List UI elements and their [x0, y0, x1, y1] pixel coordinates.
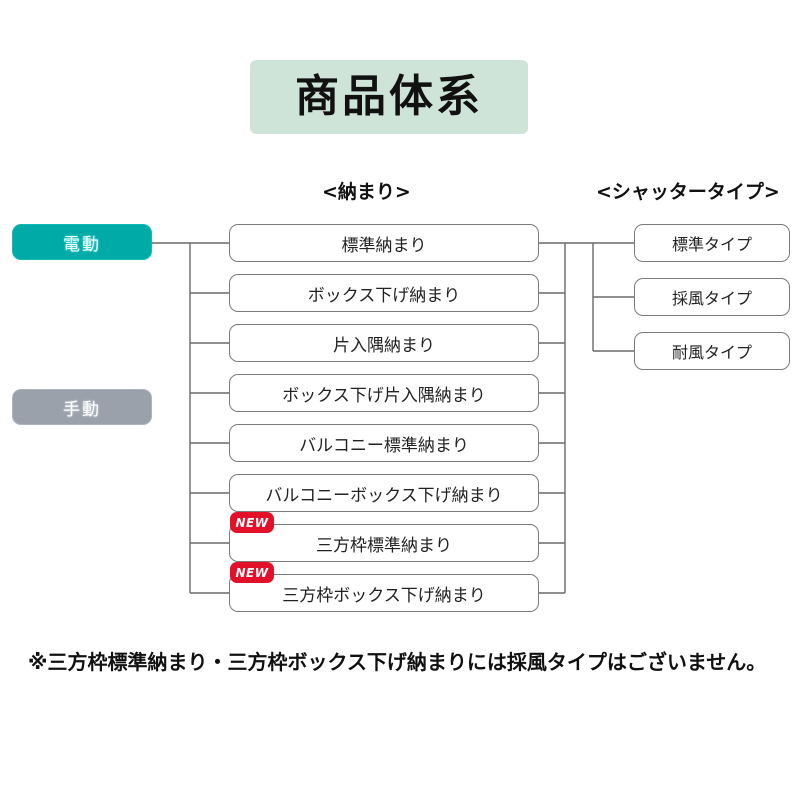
osamari-node[interactable]: 標準納まり — [229, 224, 539, 262]
osamari-node-label: バルコニー標準納まり — [299, 435, 469, 456]
osamari-node[interactable]: バルコニー標準納まり — [229, 424, 539, 462]
osamari-node-label: 片入隅納まり — [333, 335, 435, 356]
osamari-node[interactable]: ボックス下げ納まり — [229, 274, 539, 312]
page-title: 商品体系 — [295, 71, 483, 122]
new-badge: NEW — [230, 512, 274, 533]
shutter-type-node[interactable]: 耐風タイプ — [634, 332, 790, 370]
shutter-type-node[interactable]: 標準タイプ — [634, 224, 790, 262]
shutter-type-node-label: 採風タイプ — [671, 289, 752, 308]
osamari-node-label: 標準納まり — [341, 235, 427, 256]
new-badge: NEW — [230, 562, 274, 583]
shutter-type-node-label: 耐風タイプ — [671, 343, 752, 362]
osamari-node[interactable]: 三方枠ボックス下げ納まり — [229, 574, 539, 612]
osamari-node[interactable]: 片入隅納まり — [229, 324, 539, 362]
osamari-node-label: ボックス下げ納まり — [307, 285, 461, 306]
drive-type-electric-label: 電動 — [63, 234, 101, 255]
drive-type-electric[interactable]: 電動 — [12, 224, 152, 260]
osamari-node-label: 三方枠ボックス下げ納まり — [282, 585, 486, 606]
drive-type-manual[interactable]: 手動 — [12, 389, 152, 425]
osamari-node[interactable]: 三方枠標準納まり — [229, 524, 539, 562]
page-title-banner: 商品体系 — [250, 60, 528, 134]
column-header-shutter-type: <シャッタータイプ> — [596, 181, 780, 203]
drive-type-manual-label: 手動 — [63, 399, 101, 420]
osamari-node[interactable]: バルコニーボックス下げ納まり — [229, 474, 539, 512]
shutter-type-node[interactable]: 採風タイプ — [634, 278, 790, 316]
osamari-node-label: バルコニーボックス下げ納まり — [265, 485, 503, 506]
footnote-text: ※三方枠標準納まり・三方枠ボックス下げ納まりには採風タイプはございません。 — [28, 650, 767, 674]
shutter-type-node-label: 標準タイプ — [671, 235, 752, 254]
column-header-osamari: <納まり> — [322, 181, 411, 203]
osamari-node-label: ボックス下げ片入隅納まり — [282, 385, 486, 406]
osamari-node[interactable]: ボックス下げ片入隅納まり — [229, 374, 539, 412]
osamari-node-label: 三方枠標準納まり — [316, 535, 452, 556]
